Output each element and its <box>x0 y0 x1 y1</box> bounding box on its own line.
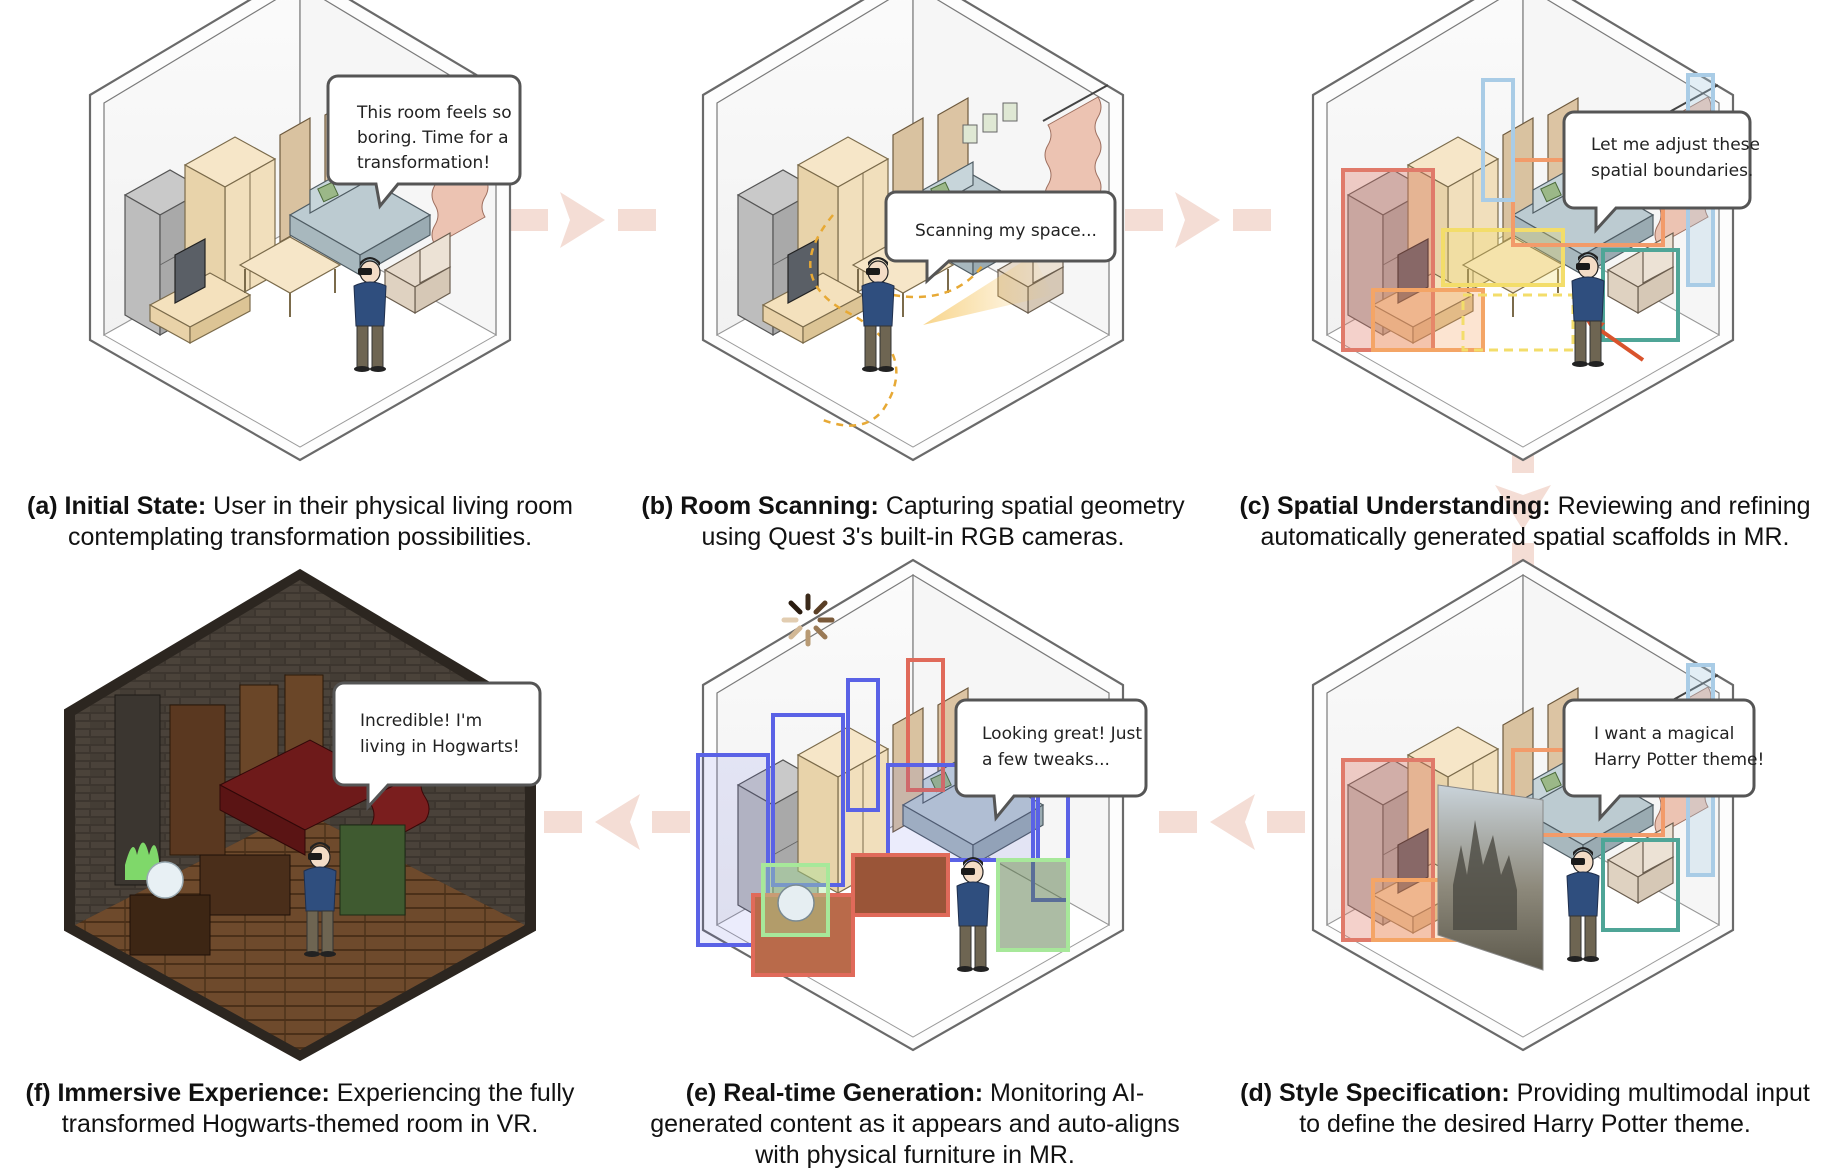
speech-bubble-a-line-2: boring. Time for a <box>357 128 508 148</box>
speech-bubble-d-line-1: I want a magical <box>1594 724 1734 744</box>
caption-e-label: (e) Real-time Generation: <box>685 1079 984 1107</box>
caption-f-description: Experiencing the fully transformed Hogwa… <box>61 1079 575 1138</box>
panel-room-scanning <box>701 0 1125 462</box>
caption-e: (e) Real-time Generation: Monitoring AI-… <box>630 1078 1200 1171</box>
speech-bubble-a-line-3: transformation! <box>357 153 490 173</box>
gen-desk <box>851 853 950 917</box>
desk <box>199 854 291 916</box>
speech-bubble-c-line-2: spatial boundaries. <box>1591 161 1753 181</box>
caption-d: (d) Style Specification: Providing multi… <box>1235 1078 1815 1140</box>
speech-bubble-e: Looking great! Just a few tweaks... <box>954 698 1148 822</box>
trunk <box>129 894 211 956</box>
caption-a-label: (a) Initial State: <box>27 492 207 520</box>
gen-box-door-2 <box>906 658 945 792</box>
caption-d-label: (d) Style Specification: <box>1240 1079 1510 1107</box>
speech-bubble-c-line-1: Let me adjust these <box>1591 135 1760 155</box>
crystal-ball <box>146 861 184 899</box>
speech-bubble-a-line-1: This room feels so <box>356 103 512 123</box>
speech-bubble-e-line-1: Looking great! Just <box>982 724 1142 744</box>
speech-bubble-b-line-1: Scanning my space... <box>915 221 1097 241</box>
scaffold-door <box>1481 78 1515 202</box>
caption-b: (b) Room Scanning: Capturing spatial geo… <box>618 491 1208 553</box>
panel-immersive-experience <box>64 568 536 1062</box>
gen-box-wardrobe <box>771 713 845 887</box>
bookshelf <box>169 704 226 856</box>
speech-bubble-d: I want a magical Harry Potter theme! <box>1562 698 1764 822</box>
scaffold-tv-stand <box>1371 288 1485 352</box>
caption-e-description: Monitoring AI-generated content as it ap… <box>650 1079 1180 1169</box>
speech-bubble-f-line-1: Incredible! I'm <box>360 711 482 731</box>
scaffold-fridge <box>1341 168 1435 352</box>
caption-b-label: (b) Room Scanning: <box>641 492 879 520</box>
caption-c-label: (c) Spatial Understanding: <box>1239 492 1551 520</box>
scan-beam <box>923 255 1053 325</box>
panel-real-time-generation <box>696 558 1125 1052</box>
caption-f: (f) Immersive Experience: Experiencing t… <box>0 1078 600 1140</box>
caption-c-description: Reviewing and refining automatically gen… <box>1260 492 1811 551</box>
loading-spinner-icon <box>781 593 835 647</box>
caption-d-description: Providing multimodal input to define the… <box>1299 1079 1810 1138</box>
panel-initial-state <box>88 0 512 462</box>
speech-bubble-e-line-2: a few tweaks... <box>982 750 1110 770</box>
speech-bubble-d-line-2: Harry Potter theme! <box>1594 750 1764 770</box>
speech-bubble-b: Scanning my space... <box>884 190 1117 285</box>
flow-arrow-a-b <box>510 192 656 248</box>
speech-bubble-f: Incredible! I'm living in Hogwarts! <box>332 681 542 811</box>
caption-b-description: Capturing spatial geometry using Quest 3… <box>701 492 1185 551</box>
caption-f-label: (f) Immersive Experience: <box>25 1079 330 1107</box>
caption-a-description: User in their physical living room conte… <box>67 492 573 551</box>
flow-arrow-e-f <box>544 794 690 850</box>
caption-a: (a) Initial State: User in their physica… <box>0 491 600 553</box>
panel-spatial-understanding <box>1311 0 1735 462</box>
green-armchair <box>339 824 406 916</box>
scan-path <box>809 214 984 427</box>
caption-c: (c) Spatial Understanding: Reviewing and… <box>1227 491 1823 553</box>
flow-arrow-d-e <box>1159 794 1305 850</box>
scaffold-table-ghost <box>1461 293 1575 352</box>
scaffold-table <box>1441 228 1565 287</box>
speech-bubble-c: Let me adjust these spatial boundaries. <box>1562 110 1760 234</box>
speech-bubble-a: This room feels so boring. Time for a tr… <box>326 74 522 210</box>
flow-arrow-b-c <box>1125 192 1271 248</box>
gen-green-armchair <box>996 858 1070 952</box>
panel-style-specification <box>1311 558 1735 1052</box>
gen-box-door-1 <box>846 678 880 812</box>
speech-bubble-f-line-2: living in Hogwarts! <box>360 737 520 757</box>
